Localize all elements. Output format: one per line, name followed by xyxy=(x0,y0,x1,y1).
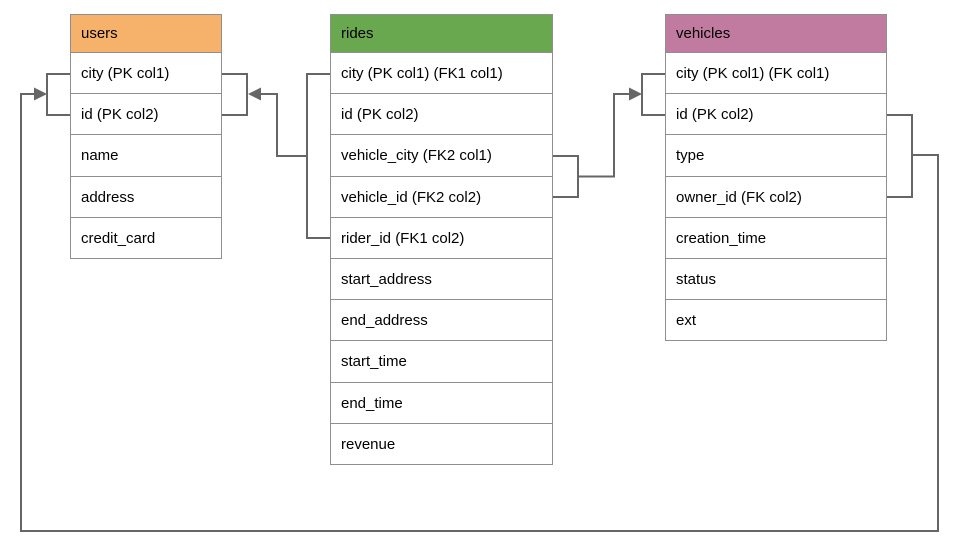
table-vehicles: vehicles city (PK col1) (FK col1)id (PK … xyxy=(665,14,887,342)
column-row-users: credit_card xyxy=(70,217,222,259)
column-row-rides: vehicle_id (FK2 col2) xyxy=(330,176,553,218)
connector-vehicles-to-users-bracket-users-side xyxy=(46,73,70,116)
column-row-vehicles: city (PK col1) (FK col1) xyxy=(665,53,887,95)
connector-rides-to-vehicles-bracket-rides-side xyxy=(553,155,579,198)
arrowhead-into-vehicles-left xyxy=(629,87,642,101)
arrowhead-into-users-left xyxy=(34,87,47,101)
table-header-vehicles: vehicles xyxy=(665,14,887,53)
column-row-rides: vehicle_city (FK2 col1) xyxy=(330,135,553,177)
column-row-rides: revenue xyxy=(330,423,553,465)
column-row-rides: start_time xyxy=(330,341,553,383)
column-row-rides: rider_id (FK1 col2) xyxy=(330,217,553,259)
table-columns-rides: city (PK col1) (FK1 col1)id (PK col2)veh… xyxy=(330,53,553,465)
column-row-vehicles: ext xyxy=(665,300,887,342)
connector-rides-to-vehicles-line xyxy=(578,93,630,178)
column-row-users: city (PK col1) xyxy=(70,53,222,95)
connector-vehicles-to-users-line xyxy=(20,93,939,532)
column-row-vehicles: id (PK col2) xyxy=(665,94,887,136)
arrowhead-into-users-right xyxy=(248,87,261,101)
column-row-users: name xyxy=(70,135,222,177)
connector-rides-to-vehicles-bracket-vehicles-side xyxy=(641,73,665,116)
table-header-rides: rides xyxy=(330,14,553,53)
column-row-vehicles: status xyxy=(665,258,887,301)
column-row-vehicles: type xyxy=(665,135,887,177)
column-row-users: id (PK col2) xyxy=(70,94,222,136)
table-rides: rides city (PK col1) (FK1 col1)id (PK co… xyxy=(330,14,553,465)
table-header-users: users xyxy=(70,14,222,53)
column-row-vehicles: creation_time xyxy=(665,217,887,259)
column-row-users: address xyxy=(70,176,222,218)
table-columns-vehicles: city (PK col1) (FK col1)id (PK col2)type… xyxy=(665,53,887,342)
column-row-rides: id (PK col2) xyxy=(330,94,553,136)
column-row-rides: start_address xyxy=(330,258,553,301)
connector-rides-to-users-bracket-users-side xyxy=(222,73,248,116)
connector-vehicles-to-users-bracket-vehicles-side xyxy=(887,114,913,198)
connector-rides-to-users-line xyxy=(260,93,307,157)
connector-rides-to-users-bracket-rides-side xyxy=(306,73,330,239)
column-row-rides: city (PK col1) (FK1 col1) xyxy=(330,53,553,95)
column-row-rides: end_time xyxy=(330,382,553,424)
column-row-vehicles: owner_id (FK col2) xyxy=(665,176,887,218)
column-row-rides: end_address xyxy=(330,300,553,342)
